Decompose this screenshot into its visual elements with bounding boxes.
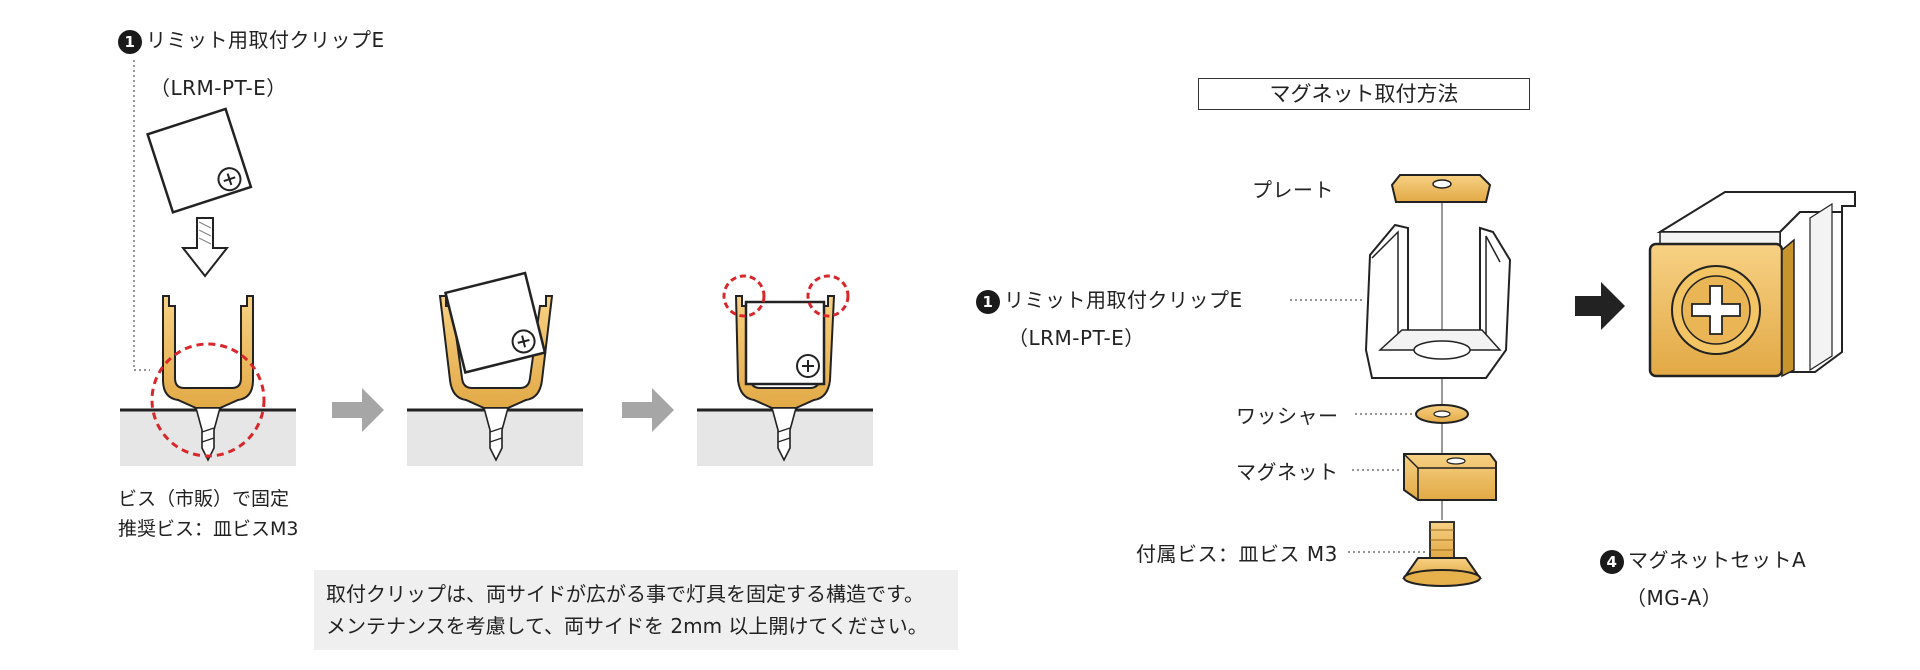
part-number-badge: 1 [118,29,142,54]
set-name: マグネットセットA [1628,548,1807,572]
lamp-block-1 [146,107,253,214]
screw-caption-2: 推奨ビス：皿ビスM3 [118,518,299,540]
note-box: 取付クリップは、両サイドが広がる事で灯具を固定する構造です。 メンテナンスを考慮… [314,570,958,650]
highlight-circle-2 [722,274,766,318]
section-title: マグネット取付方法 [1198,78,1530,110]
set-number-badge: 4 [1600,549,1624,574]
step-arrow-icon-1 [332,388,384,432]
washer-label: ワッシャー [1236,404,1339,428]
note-line-1: 取付クリップは、両サイドが広がる事で灯具を固定する構造です。 [326,582,924,606]
down-arrow-icon [180,217,230,278]
highlight-circle-1 [150,342,266,458]
step2-figure [407,271,583,466]
step-arrow-icon-2 [622,388,674,432]
part-name: リミット用取付クリップE [146,28,385,52]
set-code: （MG-A） [1626,586,1723,610]
magnet-label: マグネット [1236,460,1339,484]
screw-label: 付属ビス：皿ビス M3 [1136,542,1338,566]
note-line-2: メンテナンスを考慮して、両サイドを 2mm 以上開けてください。 [326,614,928,638]
part-code: （LRM-PT-E） [150,76,287,100]
clip-code: （LRM-PT-E） [1008,326,1145,350]
leader-line-1 [133,60,150,371]
clip-number-badge: 1 [976,289,1000,314]
clip-name: リミット用取付クリップE [1004,288,1243,312]
exploded-assembly [1364,174,1512,587]
highlight-circle-3 [806,274,850,318]
assembled-magnet-set [1648,191,1856,378]
step1-figure [120,107,296,466]
result-arrow-icon [1575,282,1625,330]
screw-caption-1: ビス（市販）で固定 [118,488,290,510]
step3-figure [697,274,873,466]
plate-label: プレート [1252,178,1334,202]
